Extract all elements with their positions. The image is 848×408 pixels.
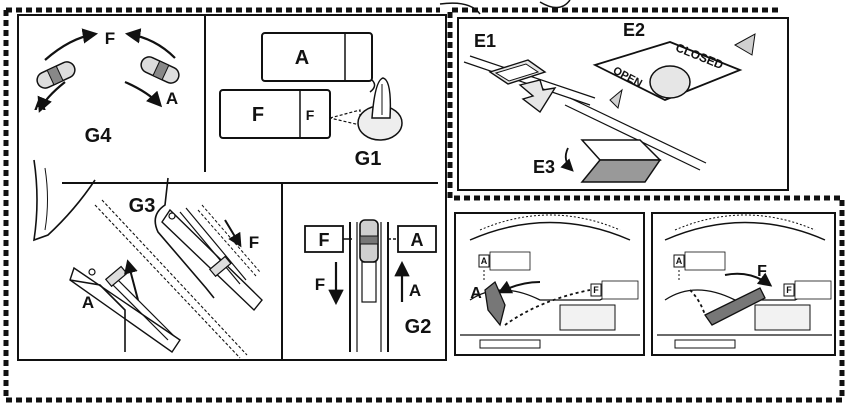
- g4-right-letter: A: [166, 89, 178, 108]
- e1-arrow-icon: [518, 79, 557, 114]
- g3-lower-slider: [104, 265, 128, 288]
- e2-sign-icon: CLOSED OPEN: [592, 33, 756, 109]
- g3-upper-slider-letter: F: [249, 233, 259, 252]
- g2-up-arrow-letter: A: [409, 281, 421, 300]
- g3-lower-slider-letter: A: [82, 293, 94, 312]
- e-label-3: E3: [533, 157, 555, 177]
- g2-down-arrow-letter: F: [315, 275, 325, 294]
- knob-right-icon: [140, 56, 180, 84]
- car-right-box-letter: A: [676, 256, 683, 266]
- rotary-knob-icon: [357, 77, 403, 141]
- car-left-vent-lever-icon: [484, 280, 506, 327]
- car-left-position-letter: A: [470, 285, 482, 302]
- g4-left-letter: A: [34, 95, 46, 114]
- outer-dashed-border: [3, 7, 845, 403]
- g2-right-box: [397, 225, 437, 253]
- g2-label: G2: [405, 316, 432, 338]
- g4-label: G4: [85, 125, 113, 147]
- g1-label: G1: [355, 148, 382, 170]
- knob-left-icon: [36, 61, 76, 89]
- car-right-position-letter: F: [757, 263, 767, 280]
- g3-upper-slider: [208, 255, 232, 278]
- g2-slider-track: [349, 219, 389, 352]
- panel-g3: F A G3: [33, 159, 263, 359]
- panel-car-right: A F F: [651, 212, 836, 356]
- car-left-tab-letter: F: [593, 285, 599, 295]
- panel-e-frame: [457, 17, 789, 191]
- car-right-tab-letter: F: [786, 285, 792, 295]
- g4-top-letter: F: [105, 29, 115, 48]
- top-curve: [439, 0, 571, 15]
- g1-upper-card: [261, 32, 373, 82]
- e3-flap-icon: [580, 159, 662, 183]
- e-label-1: E1: [474, 31, 496, 51]
- g1-upper-card-letter: A: [295, 47, 309, 69]
- car-right-vent-lever-icon: [704, 287, 766, 326]
- g2-left-box-letter: F: [319, 230, 330, 250]
- g3-label: G3: [129, 195, 156, 217]
- panel-car-left: A F A: [454, 212, 645, 356]
- g1-lower-card: [219, 89, 331, 139]
- main-left-frame: [17, 14, 447, 361]
- car-left-box-letter: A: [481, 256, 488, 266]
- g1-lower-card-letter: F: [252, 104, 264, 126]
- panel-g4: F A A G4: [34, 28, 180, 147]
- g2-right-box-letter: A: [411, 230, 424, 250]
- g1-lower-card-tab-letter: F: [306, 107, 315, 123]
- panel-g2: F A F A G2: [304, 219, 437, 352]
- e-label-2: E2: [623, 20, 645, 40]
- panel-g1: A F F G1: [219, 32, 403, 170]
- panel-e: E1 E2 E3 CLOSED OPEN: [463, 20, 756, 183]
